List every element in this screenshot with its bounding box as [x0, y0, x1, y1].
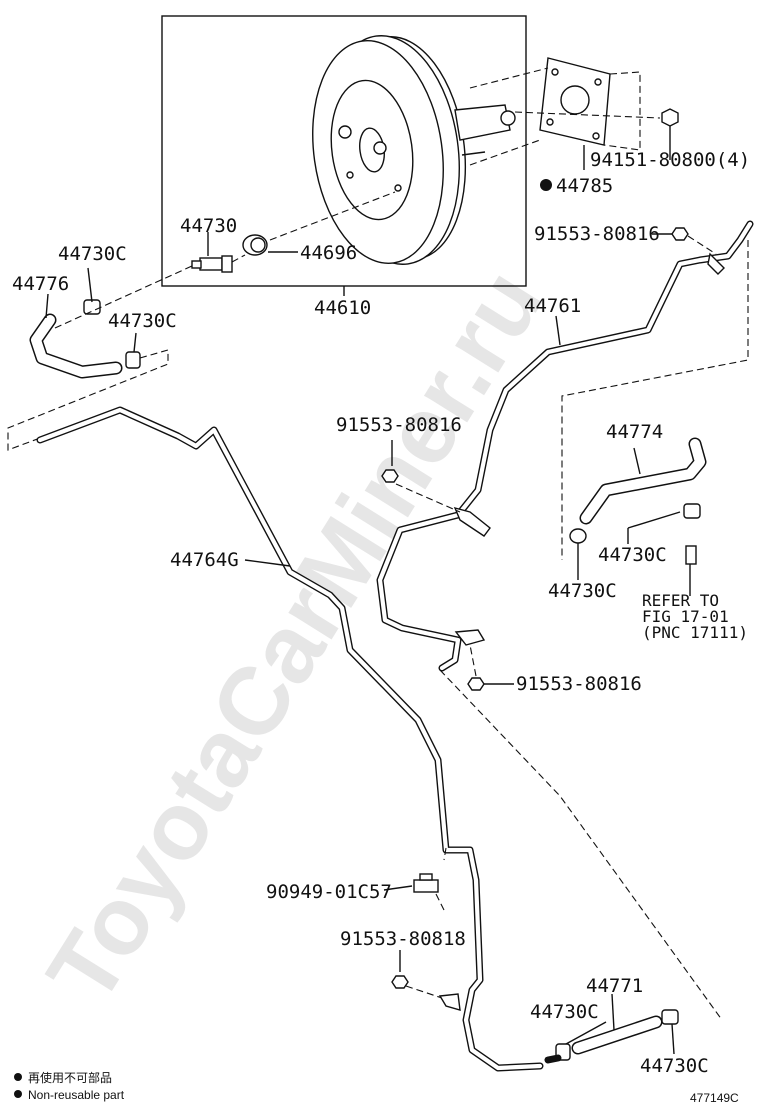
grommet[interactable] — [242, 234, 268, 256]
label-clamp-left: 44730C — [108, 310, 177, 332]
hose-44774[interactable] — [581, 439, 705, 523]
label-check-valve: 44730 — [180, 215, 237, 237]
non-reusable-marker — [540, 179, 552, 191]
legend-bullet-jp — [14, 1073, 22, 1081]
clamp-bottom-right[interactable] — [661, 1009, 679, 1025]
bracket-top-right — [707, 252, 725, 275]
label-nut: 94151-80800(4) — [590, 149, 750, 171]
refer-note-line2: FIG 17-01 — [642, 607, 729, 626]
bracket-mid — [453, 506, 491, 537]
check-valve[interactable] — [191, 255, 233, 273]
label-hose-left: 44776 — [12, 273, 69, 295]
label-hose-bottom: 44771 — [586, 975, 643, 997]
diagram-code: 477149C — [690, 1091, 739, 1105]
nut[interactable] — [661, 108, 679, 127]
label-clamp-right-upper: 44730C — [598, 544, 667, 566]
bolt-mid[interactable] — [381, 469, 399, 483]
clamp-right-upper[interactable] — [683, 503, 701, 519]
gasket-plate[interactable] — [539, 57, 611, 146]
label-clamp-right-lower: 44730C — [548, 580, 617, 602]
label-gasket: 44785 — [556, 175, 613, 197]
legend-bullet-en — [14, 1090, 22, 1098]
legend-jp: 再使用不可部品 — [28, 1070, 112, 1085]
label-bolt-top-right: 91553-80816 — [534, 223, 660, 245]
label-pipe-long: 44764G — [170, 549, 239, 571]
label-clamp-bottom-left: 44730C — [530, 1001, 599, 1023]
label-grommet: 44696 — [300, 242, 357, 264]
label-clamp-top: 44730C — [58, 243, 127, 265]
pipe-44764g[interactable] — [37, 407, 543, 1071]
clamp-left-lower[interactable] — [125, 351, 141, 369]
bolt-bottom[interactable] — [391, 975, 409, 989]
label-bolt-mid: 91553-80816 — [336, 414, 462, 436]
label-bolt-bottom: 91553-80818 — [340, 928, 466, 950]
brake-booster[interactable] — [299, 27, 516, 273]
label-booster: 44610 — [314, 297, 371, 319]
clamp-right-lower[interactable] — [569, 528, 587, 544]
label-pipe-upper: 44761 — [524, 295, 581, 317]
hose-44771[interactable] — [573, 1017, 661, 1053]
refer-note-line1: REFER TO — [642, 591, 719, 610]
hose-44776[interactable] — [31, 315, 121, 377]
bolt-top-right[interactable] — [671, 227, 689, 241]
clip[interactable] — [413, 873, 439, 893]
label-clip: 90949-01C57 — [266, 881, 392, 903]
label-bolt-lower-mid: 91553-80816 — [516, 673, 642, 695]
bolt-lower-mid[interactable] — [467, 677, 485, 691]
pipe-44761[interactable] — [377, 221, 753, 671]
clamp-left-top[interactable] — [83, 299, 101, 315]
refer-note-line3: (PNC 17111) — [642, 623, 748, 642]
bracket-lower — [454, 629, 486, 646]
legend-en: Non-reusable part — [28, 1088, 125, 1102]
label-hose-right: 44774 — [606, 421, 663, 443]
label-clamp-bottom-right: 44730C — [640, 1055, 709, 1077]
bracket-bottom — [438, 993, 461, 1011]
refer-pipe-stub — [685, 545, 697, 565]
